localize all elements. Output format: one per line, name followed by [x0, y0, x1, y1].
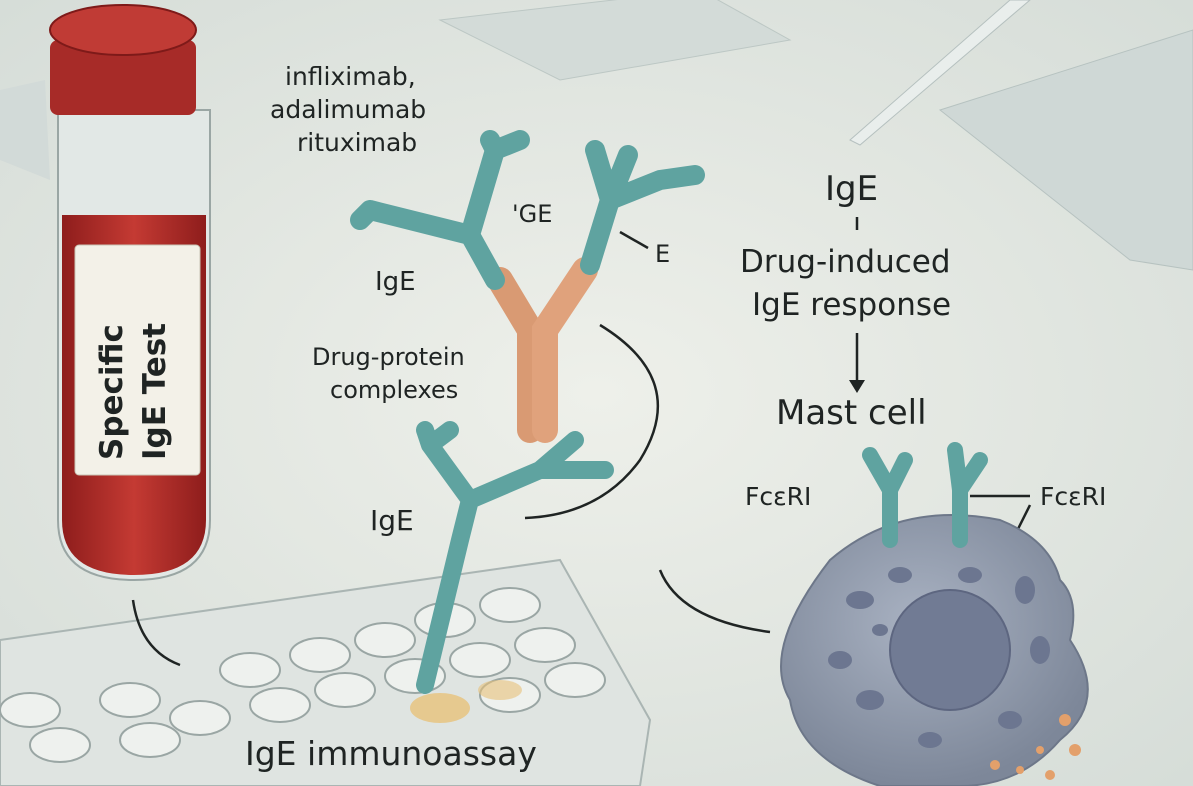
pathway-ige-label: IgE — [825, 169, 878, 209]
background-well-plate — [938, 29, 1193, 271]
fceri-receptors — [862, 442, 988, 548]
antibody-label-ge: 'GE — [512, 200, 552, 228]
lower-antibody-label: IgE — [370, 504, 414, 537]
receptor-label-right: FcεRI — [1040, 482, 1106, 511]
drug-name-adalimumab: adalimumab — [270, 95, 426, 124]
receptor-label-left: FcεRI — [745, 482, 811, 511]
pathway-response-line1: Drug-induced — [740, 244, 951, 280]
tube-label-line1: Specific — [94, 324, 130, 460]
pathway-response-line2: IgE response — [752, 287, 951, 323]
complexes-label-line2: complexes — [330, 376, 458, 404]
arrows — [131, 217, 1032, 667]
e-leader-line — [619, 230, 649, 250]
well-plate — [0, 558, 652, 786]
tube-label-line2: IgE Test — [137, 323, 173, 460]
arrowhead — [849, 380, 865, 393]
mast-cell — [780, 442, 1089, 786]
plate-to-cell-arrow — [658, 569, 771, 634]
antibody-label-ige: IgE — [375, 267, 416, 297]
tube-to-plate-arrow — [131, 599, 181, 667]
mast-cell-label: Mast cell — [776, 393, 927, 433]
lower-antibody — [416, 421, 614, 694]
blood-tube: Specific IgE Test — [49, 4, 211, 582]
pipette-tip — [849, 0, 1031, 146]
background-slide — [438, 0, 792, 81]
antibody-label-e: E — [655, 240, 670, 268]
background-rack — [0, 80, 50, 180]
curved-arrow — [524, 323, 660, 520]
immunoassay-label: IgE immunoassay — [245, 734, 537, 773]
complexes-label-line1: Drug-protein — [312, 343, 465, 371]
main-antibody — [350, 130, 705, 443]
drug-name-rituximab: rituximab — [297, 128, 417, 157]
drug-name-infliximab: infliximab, — [285, 62, 416, 91]
